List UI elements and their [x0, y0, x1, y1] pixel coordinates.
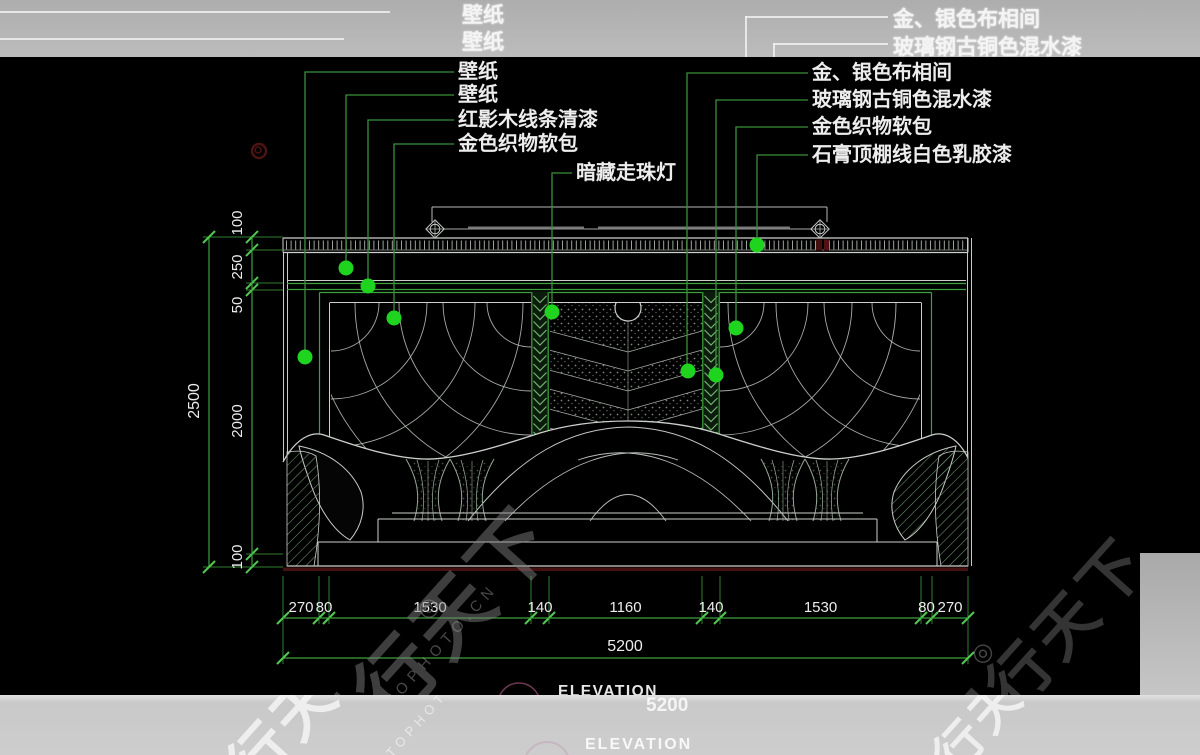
dim-text: 1160: [609, 599, 641, 616]
red-mark: [824, 239, 829, 251]
dim-text: 270: [288, 599, 313, 616]
ground-line: [283, 567, 968, 571]
plinth: [283, 512, 968, 571]
dim-text: 1530: [413, 599, 446, 616]
material-label: 壁纸: [458, 82, 498, 106]
dim-text: 50: [229, 297, 246, 314]
faded-label: 壁纸: [462, 31, 504, 54]
dim-text: 140: [698, 599, 723, 616]
leader: 暗藏走珠灯: [544, 160, 676, 320]
leader: 金色织物软包: [728, 114, 932, 336]
side-panel-right: [935, 450, 969, 567]
dim-text: 2500: [186, 383, 203, 419]
leader: 石膏顶棚线白色乳胶漆: [749, 142, 1012, 253]
elevation-drawing-svg: 壁纸壁纸红影木线条清漆金色织物软包金、银色布相间玻璃钢古铜色混水漆金色织物软包石…: [0, 57, 1200, 726]
leader-dot: [544, 304, 560, 320]
dim-text: 250: [229, 254, 246, 279]
side-panel-left: [286, 450, 320, 567]
material-label: 红影木线条清漆: [458, 107, 598, 131]
pleat-funnel: [405, 458, 451, 522]
medallion-circle: [614, 303, 642, 322]
leader: 金、银色布相间: [680, 60, 952, 379]
faded-leader-line: [773, 43, 775, 57]
watermark-text: 图行天下: [161, 695, 400, 755]
material-leaders: 壁纸壁纸红影木线条清漆金色织物软包金、银色布相间玻璃钢古铜色混水漆金色织物软包石…: [297, 59, 1012, 383]
leader-dot: [680, 363, 696, 379]
faded-leader-line: [745, 16, 888, 18]
material-label: 金色织物软包: [811, 114, 932, 138]
leader-dot: [360, 278, 376, 294]
faded-total-dim: 5200: [646, 695, 689, 716]
faded-label: 玻璃钢古铜色混水漆: [893, 36, 1082, 59]
leader-dot: [386, 310, 402, 326]
elevation-drawing: 壁纸壁纸红影木线条清漆金色织物软包金、银色布相间玻璃钢古铜色混水漆金色织物软包石…: [0, 57, 1200, 726]
bottom-faded-band: 5200 ELEVATION 图行天下 PHOTOPHOTO.CN 图行天下: [0, 695, 1200, 755]
pleat-funnel: [804, 458, 850, 522]
ceiling-bracket: [425, 206, 830, 239]
wood-trim-band: [287, 280, 966, 291]
ceiling-dentil-strip: [282, 237, 969, 254]
page-background-notch: [1140, 553, 1200, 695]
material-label: 玻璃钢古铜色混水漆: [812, 87, 992, 111]
leader: 壁纸: [338, 82, 498, 276]
leader: 玻璃钢古铜色混水漆: [708, 87, 992, 383]
dim-text: 80: [316, 599, 333, 616]
leader-dot: [728, 320, 744, 336]
material-label: 金、银色布相间: [811, 60, 952, 84]
material-label: 金色织物软包: [457, 131, 578, 155]
dim-text: 80: [918, 599, 935, 616]
faded-leader-line: [0, 11, 390, 13]
dim-text: 2000: [229, 404, 246, 437]
material-label: 暗藏走珠灯: [576, 160, 676, 184]
faded-elevation-title: ELEVATION: [585, 736, 693, 753]
dim-text: 1530: [804, 599, 837, 616]
faded-leader-line: [773, 43, 888, 45]
sofa-top-outline: [282, 420, 969, 463]
faded-leader-line: [745, 16, 747, 57]
top-faded-band: 壁纸 壁纸 金、银色布相间 玻璃钢古铜色混水漆: [0, 0, 1200, 59]
pleat-funnel: [449, 458, 495, 522]
red-smudge: [250, 142, 268, 160]
dim-text: 270: [937, 599, 962, 616]
dim-text: 140: [527, 599, 552, 616]
leader-dot: [297, 349, 313, 365]
watermark-url-text: PHOTOPHOTO.CN: [354, 695, 485, 755]
material-label: 石膏顶棚线白色乳胶漆: [811, 142, 1012, 166]
faded-title-circle: [523, 741, 571, 755]
faded-label: 壁纸: [462, 4, 504, 27]
anchor-symbol-icon: [425, 219, 445, 239]
leader-dot: [338, 260, 354, 276]
elevation-title: ELEVATION: [558, 683, 658, 695]
anchor-symbol-icon: [810, 219, 830, 239]
faded-label: 金、银色布相间: [893, 8, 1040, 31]
leader: 壁纸: [297, 59, 498, 365]
pleat-funnel: [760, 458, 806, 522]
leader-dot: [708, 367, 724, 383]
leader: 红影木线条清漆: [360, 107, 598, 294]
leader: 金色织物软包: [386, 131, 578, 326]
sofa: [282, 420, 969, 568]
dim-text: 5200: [607, 638, 643, 655]
red-mark: [816, 239, 822, 251]
dim-text: 100: [229, 210, 246, 235]
dim-text: 100: [229, 544, 246, 569]
material-label: 壁纸: [458, 59, 498, 83]
leader-dot: [749, 237, 765, 253]
watermark-text: 图行天下: [879, 695, 1073, 755]
faded-leader-line: [0, 38, 344, 40]
